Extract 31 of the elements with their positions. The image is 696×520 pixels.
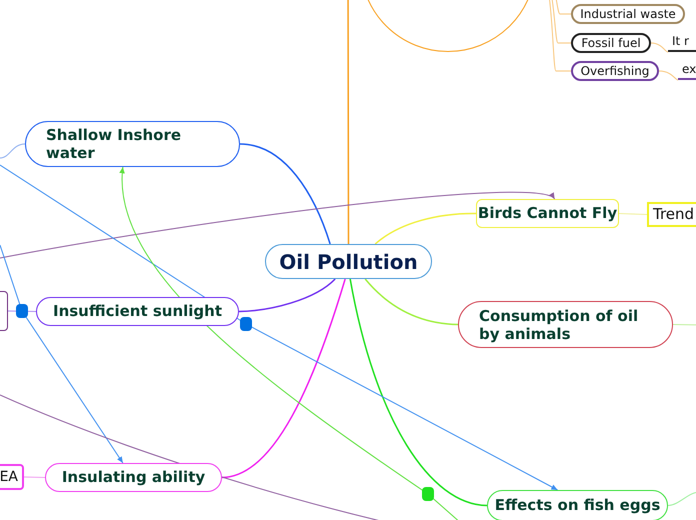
connector-line: [658, 70, 678, 80]
topic-box: Consumption of oil by animals: [458, 301, 673, 348]
topic-box: Insufficient sunlight: [36, 297, 239, 326]
topic-box: Industrial waste: [571, 4, 685, 24]
connector-line: [222, 278, 346, 478]
subtopic-box: EA: [0, 464, 24, 490]
connector-line: [238, 278, 336, 312]
connector-line: [8, 310, 36, 312]
topic-box: Shallow Inshore water: [25, 121, 240, 167]
connector-line: [618, 213, 648, 215]
note-text: ex: [678, 62, 696, 80]
connector-line: [0, 144, 26, 158]
connector-line: [240, 143, 331, 244]
arrow: [0, 164, 558, 490]
subtopic-box: Trend: [647, 202, 696, 227]
connector-line: [374, 212, 476, 245]
topic-box: Birds Cannot Fly: [476, 199, 619, 228]
central-topic: Oil Pollution: [265, 244, 432, 279]
topic-box: Overfishing: [571, 61, 659, 81]
topic-box: Effects on fish eggs: [487, 490, 668, 520]
topic-box: Fossil fuel: [571, 33, 651, 53]
arrow: [0, 192, 556, 258]
arrow: [0, 244, 124, 464]
connector-line: [24, 476, 46, 478]
connector-line: [349, 278, 488, 506]
topic-box: Insulating ability: [45, 463, 222, 492]
connector-line: [650, 42, 668, 52]
connector-line: [668, 492, 696, 506]
note-text: It r: [668, 34, 696, 52]
connector-line: [364, 278, 458, 326]
connector-line: [672, 324, 696, 326]
